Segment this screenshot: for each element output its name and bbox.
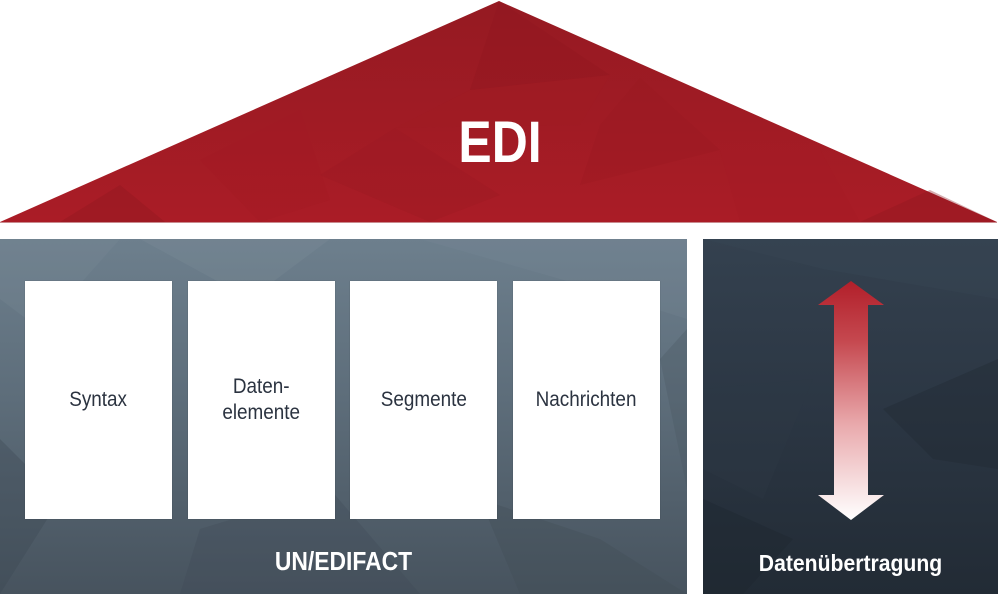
un-edifact-panel: Syntax Daten- elemente Segmente Nachrich… <box>0 239 687 594</box>
bidirectional-vertical-arrow-icon <box>818 281 884 520</box>
roof-title: EDI <box>458 110 542 175</box>
pillar-label: Nachrichten <box>536 388 637 411</box>
datenuebertragung-panel: Datenübertragung <box>703 239 998 594</box>
pillar-syntax: Syntax <box>25 281 172 519</box>
foundation-label: UN/EDIFACT <box>274 546 413 576</box>
pillar-nachrichten: Nachrichten <box>513 281 660 519</box>
pillar-label: Syntax <box>69 388 128 411</box>
side-column-label: Datenübertragung <box>758 550 943 576</box>
pillar-segmente: Segmente <box>350 281 497 519</box>
pillar-label: Segmente <box>380 388 467 411</box>
pillar-datenelemente: Daten- elemente <box>188 281 335 519</box>
pillar-label: Daten- elemente <box>222 375 301 424</box>
roof-triangle <box>0 1 997 223</box>
panel-facet-background <box>703 239 998 594</box>
roof-edi: EDI <box>0 0 1000 224</box>
